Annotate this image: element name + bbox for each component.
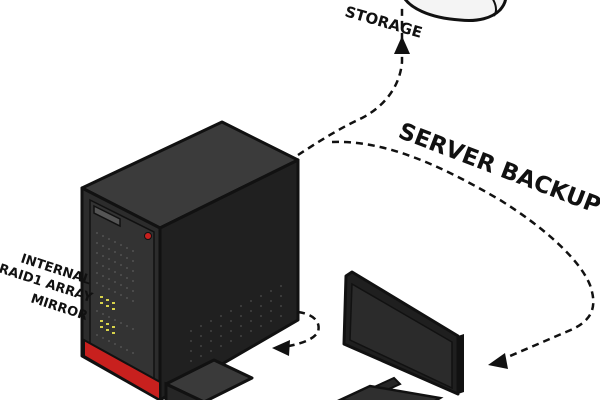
link-tower-to-workstation — [331, 140, 595, 364]
link-tower-to-storage — [297, 8, 404, 157]
server-tower — [80, 120, 300, 400]
arrow-to-local-drive — [272, 340, 290, 356]
link-tower-to-local-drive — [275, 310, 320, 350]
arrow-to-storage — [394, 36, 410, 54]
external-drive — [164, 358, 254, 400]
diagram-title: SERVER BACKUP PLAN — [395, 118, 600, 247]
drive-led-icon — [100, 296, 115, 334]
cloud-storage-icon — [403, 0, 507, 22]
storage-label: STORAGE — [343, 3, 424, 42]
arrow-to-workstation — [488, 353, 508, 369]
workstation-monitor — [337, 270, 464, 400]
